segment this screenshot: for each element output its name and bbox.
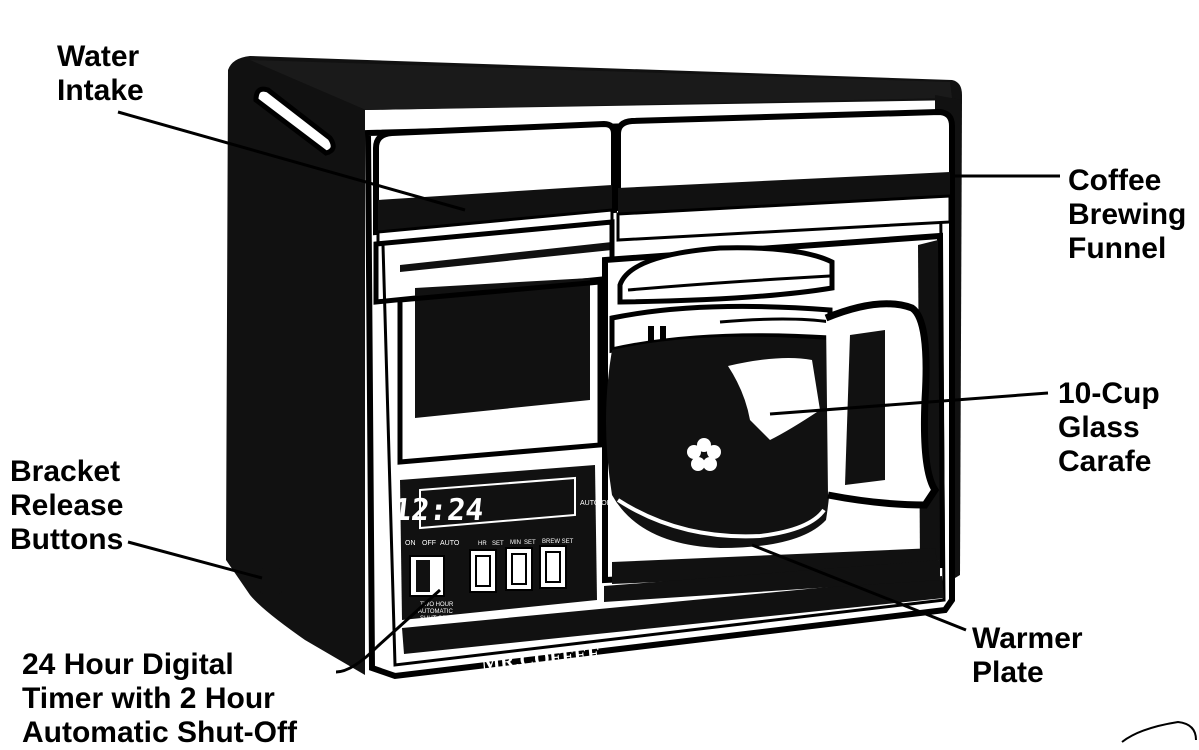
label-bracket-line2: Release xyxy=(10,489,123,523)
label-bracket-release-buttons: Bracket Release Buttons xyxy=(10,455,123,557)
label-warmer-plate: Warmer Plate xyxy=(972,622,1083,690)
brewing-funnel-lid xyxy=(618,112,952,240)
label-timer-line3: Automatic Shut-Off xyxy=(22,716,297,750)
switch-auto-label: AUTO xyxy=(440,540,460,547)
label-water-intake-line1: Water xyxy=(57,40,144,74)
label-timer-line1: 24 Hour Digital xyxy=(22,648,297,682)
label-glass-carafe: 10-Cup Glass Carafe xyxy=(1058,377,1160,479)
label-funnel-line3: Funnel xyxy=(1068,232,1186,266)
auto-off-label: AUTO OFF xyxy=(580,500,615,507)
label-digital-timer: 24 Hour Digital Timer with 2 Hour Automa… xyxy=(22,648,297,750)
label-carafe-line2: Glass xyxy=(1058,411,1160,445)
set-label-set2: SET xyxy=(524,540,536,546)
set-label-min: MIN xyxy=(510,540,521,546)
set-label-brew: BREW SET xyxy=(542,539,574,545)
bracket-release-button xyxy=(260,568,282,594)
label-water-intake: Water Intake xyxy=(57,40,144,108)
label-bracket-line1: Bracket xyxy=(10,455,123,489)
shutoff-note-line2: AUTOMATIC xyxy=(418,609,453,615)
label-coffee-brewing-funnel: Coffee Brewing Funnel xyxy=(1068,164,1186,266)
label-warmer-line1: Warmer xyxy=(972,622,1083,656)
switch-off-label: OFF xyxy=(422,540,436,547)
set-label-set1: SET xyxy=(492,541,504,547)
stray-mark xyxy=(1122,722,1196,742)
shutoff-note-line3: SHUT OFF xyxy=(420,616,450,622)
label-funnel-line1: Coffee xyxy=(1068,164,1186,198)
label-carafe-line3: Carafe xyxy=(1058,445,1160,479)
set-label-hr: HR xyxy=(478,541,487,547)
label-carafe-line1: 10-Cup xyxy=(1058,377,1160,411)
label-bracket-line3: Buttons xyxy=(10,523,123,557)
label-warmer-line2: Plate xyxy=(972,656,1083,690)
label-timer-line2: Timer with 2 Hour xyxy=(22,682,297,716)
clock-display-text: 12:24 xyxy=(391,493,485,528)
label-funnel-line2: Brewing xyxy=(1068,198,1186,232)
switch-on-label: ON xyxy=(405,540,416,547)
timer-control-panel: 12:24 AUTO OFF ON OFF AUTO HR SET MIN SE… xyxy=(391,465,615,622)
label-water-intake-line2: Intake xyxy=(57,74,144,108)
